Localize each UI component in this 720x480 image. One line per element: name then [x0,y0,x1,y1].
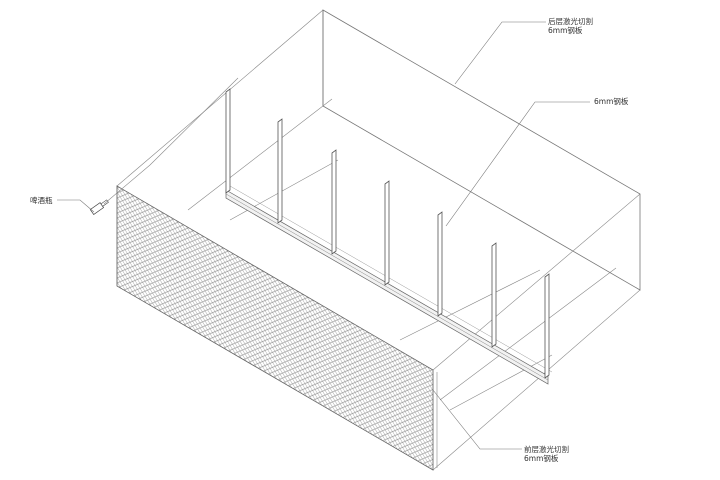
leader-fins [445,101,590,227]
label-front-panel-line1: 前层激光切割 [524,445,569,454]
label-back-panel: 后层激光切割 6mm钢板 [548,17,593,35]
base-rail [225,185,553,385]
label-fins-line1: 6mm钢板 [594,97,629,106]
fin-5 [437,211,443,317]
label-front-panel: 前层激光切割 6mm钢板 [524,445,569,463]
fin-2 [277,118,283,224]
depth-guides [149,77,617,411]
leader-front-panel [432,389,522,450]
fin-1 [225,88,231,194]
front-panel [116,185,438,471]
label-bottle-line1: 啤酒瓶 [30,196,53,205]
fin-3 [331,149,337,255]
leaders [57,21,590,450]
label-back-panel-line2: 6mm钢板 [548,26,583,35]
label-back-panel-line1: 后层激光切割 [548,17,593,26]
fins [225,88,550,379]
fin-6 [491,242,497,348]
fin-4 [384,180,390,286]
label-bottle: 啤酒瓶 [30,196,53,205]
back-panel [322,9,641,291]
label-front-panel-line2: 6mm钢板 [524,454,559,463]
label-fins: 6mm钢板 [594,97,628,106]
leader-bottle [57,199,95,213]
leader-back-panel [454,21,546,85]
fin-7 [544,273,550,379]
